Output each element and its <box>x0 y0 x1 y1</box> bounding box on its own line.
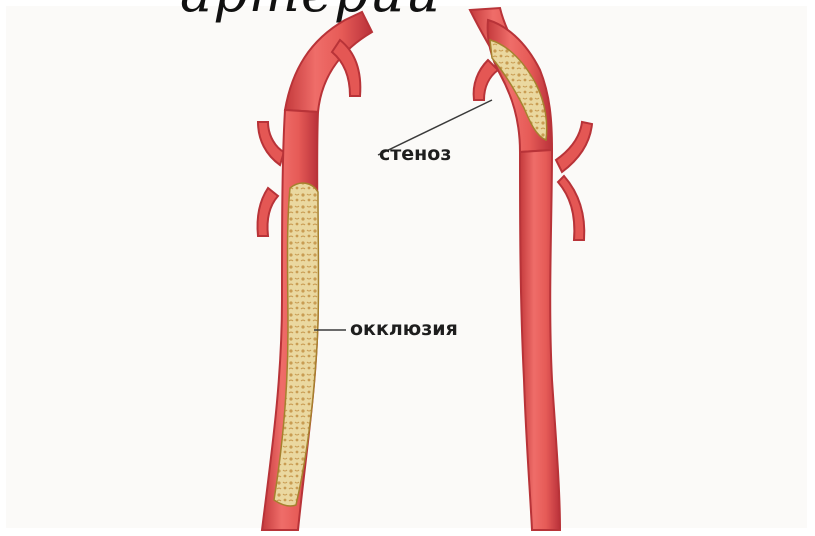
right-artery-stenosis <box>470 8 592 530</box>
occlusion-label: окклюзия <box>350 320 458 339</box>
stenosis-label: стеноз <box>379 145 451 164</box>
left-artery-occlusion <box>257 12 372 530</box>
